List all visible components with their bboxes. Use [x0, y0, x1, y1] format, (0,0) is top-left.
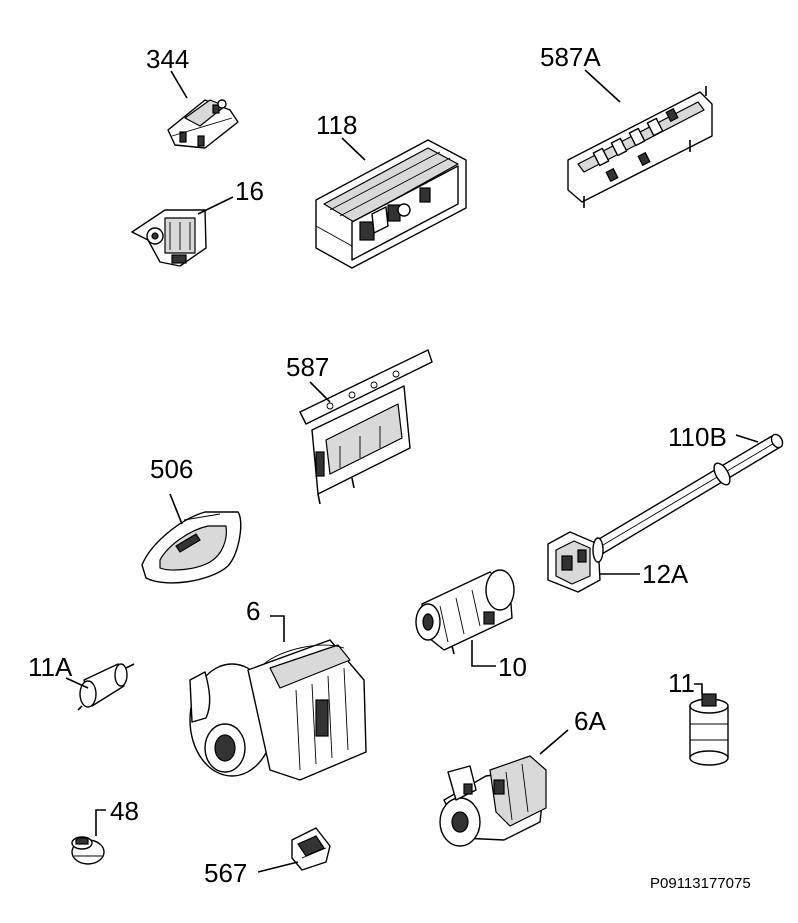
leader-344 — [170, 70, 188, 99]
leader-16 — [197, 196, 234, 215]
part-118-control-module — [315, 139, 467, 269]
part-506-cover — [141, 511, 242, 584]
part-11A-component — [77, 663, 135, 711]
label-12A: 12A — [642, 559, 689, 589]
drawing-code: P09113177075 — [650, 875, 751, 892]
leader-587A — [584, 69, 621, 103]
label-344: 344 — [146, 44, 189, 74]
label-567: 567 — [204, 858, 247, 888]
leader-11A — [65, 677, 89, 689]
label-506: 506 — [150, 454, 193, 484]
part-16-valve — [131, 209, 207, 267]
part-344-switch — [167, 99, 239, 149]
part-567-clip — [291, 827, 331, 871]
label-6: 6 — [246, 596, 260, 626]
label-10: 10 — [498, 652, 527, 682]
part-6-pump-motor — [189, 639, 367, 781]
leader-118 — [341, 137, 366, 161]
label-6A: 6A — [574, 706, 606, 736]
label-110B: 110B — [668, 422, 727, 452]
leader-6 — [270, 615, 285, 642]
leader-506 — [169, 493, 183, 525]
part-11-capacitor — [689, 693, 729, 766]
part-12A-sensor — [547, 531, 604, 593]
label-16: 16 — [235, 176, 264, 206]
leader-11 — [694, 683, 703, 694]
part-587A-electronic-board — [567, 86, 713, 208]
label-11A: 11A — [28, 652, 73, 682]
label-118: 118 — [316, 110, 357, 140]
leader-567 — [257, 861, 299, 873]
part-10-heater — [415, 569, 515, 655]
part-48-plug — [71, 836, 105, 865]
part-110B-tube — [593, 433, 784, 555]
label-11: 11 — [668, 668, 695, 698]
part-587-bracket — [299, 349, 433, 505]
label-587: 587 — [286, 352, 329, 382]
part-6A-drain-pump — [439, 755, 547, 847]
leader-48 — [95, 809, 106, 836]
label-48: 48 — [110, 796, 139, 826]
leader-10 — [471, 640, 496, 667]
label-587A: 587A — [540, 42, 601, 72]
leader-587 — [309, 381, 331, 403]
leader-6A — [539, 729, 569, 755]
leader-110B — [735, 434, 759, 443]
